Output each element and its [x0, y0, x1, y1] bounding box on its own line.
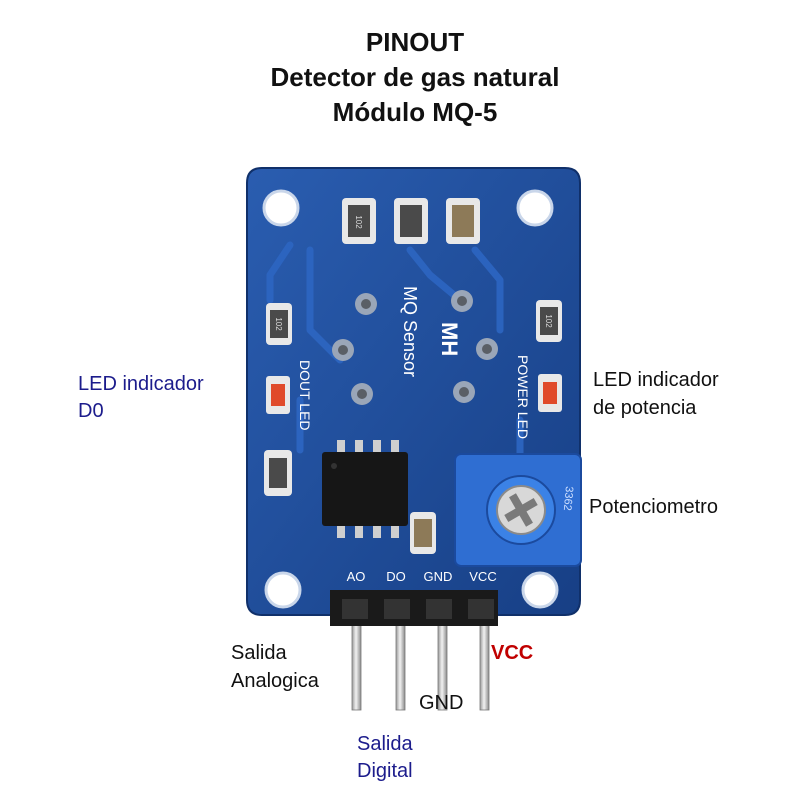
mounting-hole	[516, 189, 554, 227]
callout-led-d0-line1: LED indicador	[78, 373, 204, 395]
pin-ao	[351, 617, 362, 711]
callout-gnd: GND	[419, 692, 464, 714]
mounting-hole	[262, 189, 300, 227]
pin-header	[330, 590, 498, 626]
pin-label-ao: AO	[347, 569, 366, 584]
callout-potentiometer: Potenciometro	[589, 496, 718, 518]
callout-analog-line1: Salida	[231, 642, 287, 664]
resistor-code-label: 102	[544, 314, 553, 328]
callout-led-power-line2: de potencia	[593, 397, 697, 419]
silk-model: MQ Sensor	[400, 286, 420, 377]
title-line-1: PINOUT	[365, 27, 465, 57]
mounting-holes	[262, 189, 559, 609]
potentiometer: 3362	[454, 453, 582, 567]
resistor-code-label: 102	[354, 215, 363, 229]
side-components: 102 102	[264, 300, 562, 554]
pin-label-gnd: GND	[424, 569, 453, 584]
callout-vcc: VCC	[491, 642, 534, 664]
title-line-2: Detector de gas natural	[270, 62, 560, 92]
resistor-code-label: 102	[274, 317, 283, 331]
silk-power-led: POWER LED	[515, 355, 531, 439]
mounting-hole	[264, 571, 302, 609]
callout-led-power-line1: LED indicador	[593, 369, 719, 391]
pin-label-do: DO	[386, 569, 406, 584]
pin-vcc	[479, 617, 490, 711]
mounting-hole	[521, 571, 559, 609]
callout-digital-line2: Digital	[357, 760, 413, 782]
sensor-pins	[332, 290, 498, 405]
callout-led-d0-line2: D0	[78, 400, 104, 422]
pin-label-vcc: VCC	[469, 569, 496, 584]
callout-analog-line2: Analogica	[231, 670, 319, 692]
pot-code-label: 3362	[561, 486, 575, 511]
pin-do	[395, 617, 406, 711]
silk-dout-led: DOUT LED	[297, 360, 313, 431]
silk-brand: MH	[437, 322, 462, 356]
callout-digital-line1: Salida	[357, 733, 413, 755]
title-line-3: Módulo MQ-5	[332, 97, 498, 127]
top-smd-components: 102	[342, 198, 480, 244]
ic-chip	[322, 440, 408, 538]
